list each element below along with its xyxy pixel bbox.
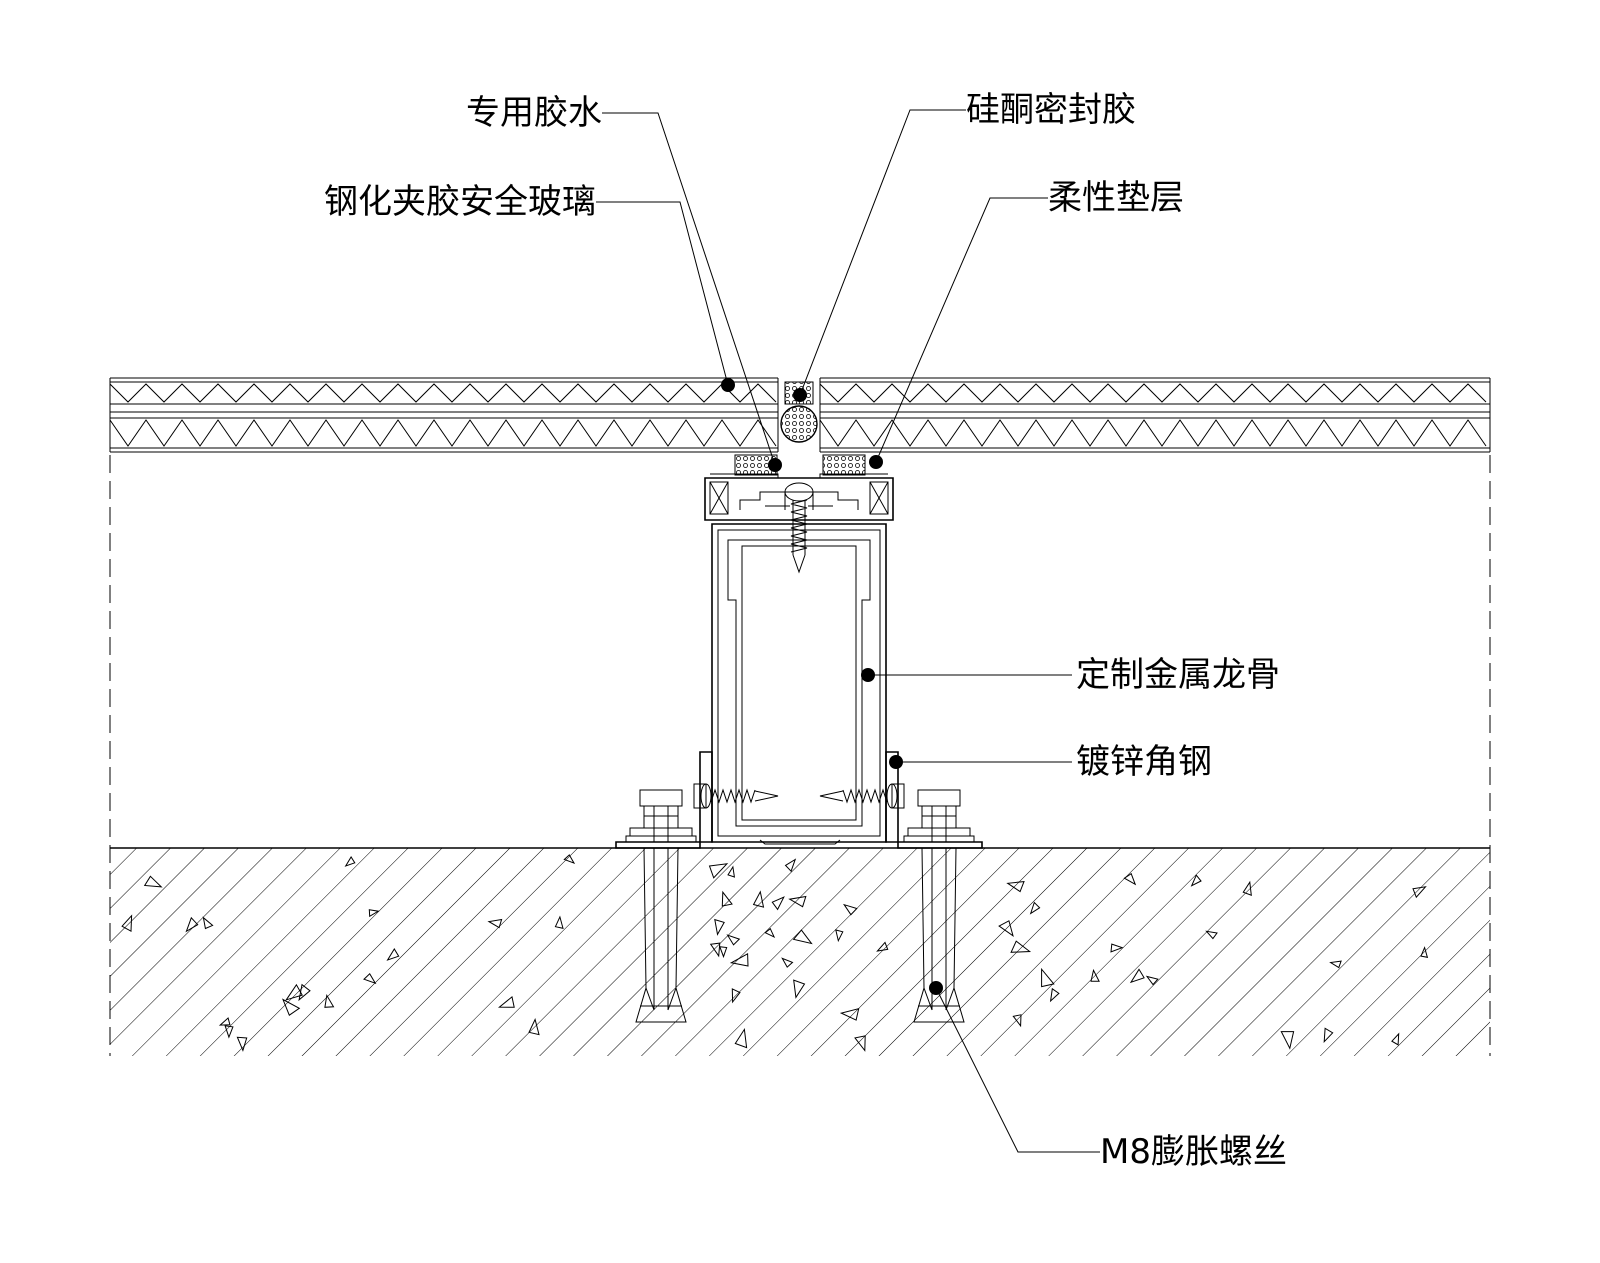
flexible-pads — [734, 454, 866, 476]
aggregate-mark — [563, 854, 576, 865]
break-lines — [109, 455, 1491, 1056]
aggregate-mark — [498, 995, 515, 1008]
aggregate-mark — [554, 915, 564, 929]
aggregate-marks — [121, 854, 1429, 1052]
aggregate-mark — [202, 916, 214, 930]
aggregate-mark — [719, 946, 728, 959]
aggregate-mark — [839, 1008, 860, 1021]
label-custom-keel: 定制金属龙骨 — [1076, 655, 1280, 695]
aggregate-mark — [726, 934, 741, 946]
concrete-slab — [110, 847, 1490, 1056]
aggregate-mark — [1145, 975, 1159, 986]
aggregate-mark — [1012, 1014, 1022, 1028]
aggregate-mark — [224, 1025, 234, 1039]
aggregate-mark — [1029, 901, 1041, 915]
aggregate-mark — [764, 927, 776, 938]
label-galvanized-angle: 镀锌角钢 — [1076, 742, 1212, 782]
aggregate-mark — [185, 916, 199, 933]
aggregate-mark — [1412, 886, 1427, 899]
aggregate-mark — [1205, 930, 1218, 940]
aggregate-mark — [1123, 872, 1137, 886]
aggregate-mark — [324, 993, 335, 1008]
label-flexible-pad: 柔性垫层 — [1048, 178, 1184, 218]
laminated-glass-panels — [109, 377, 1491, 453]
aggregate-mark — [727, 865, 736, 878]
label-silicone-sealant: 硅酮密封胶 — [966, 90, 1136, 130]
angle-screws — [693, 783, 905, 809]
aggregate-mark — [1323, 1027, 1334, 1044]
label-laminated-glass: 钢化夹胶安全玻璃 — [324, 182, 596, 222]
aggregate-mark — [1129, 968, 1145, 984]
aggregate-mark — [298, 983, 311, 1002]
aggregate-mark — [792, 929, 813, 945]
aggregate-mark — [386, 948, 400, 961]
aggregate-mark — [709, 942, 721, 958]
aggregate-mark — [1006, 881, 1025, 893]
aggregate-mark — [1391, 1032, 1400, 1046]
expansion-bolt-left — [625, 789, 697, 1023]
aggregate-mark — [734, 1027, 748, 1049]
aggregate-mark — [854, 1035, 866, 1052]
aggregate-mark — [1242, 880, 1252, 896]
aggregate-mark — [721, 890, 733, 907]
aggregate-mark — [708, 863, 729, 879]
aggregate-mark — [731, 988, 741, 1004]
galvanized-angle-steel — [615, 751, 983, 849]
keel-screw — [790, 499, 808, 574]
aggregate-mark — [143, 875, 163, 888]
aggregate-mark — [363, 973, 377, 985]
aggregate-mark — [781, 957, 794, 968]
aggregate-mark — [1329, 960, 1342, 969]
aggregate-mark — [487, 918, 503, 929]
aggregate-mark — [788, 895, 807, 908]
aggregate-mark — [876, 941, 889, 952]
aggregate-mark — [752, 890, 765, 908]
aggregate-mark — [729, 952, 749, 967]
aggregate-mark — [528, 1018, 540, 1036]
aggregate-mark — [121, 914, 133, 933]
aggregate-mark — [714, 918, 725, 936]
aggregate-mark — [1190, 874, 1202, 887]
aggregate-mark — [784, 858, 797, 873]
aggregate-mark — [771, 896, 785, 911]
aggregate-mark — [1090, 968, 1100, 982]
aggregate-mark — [368, 909, 380, 918]
aggregate-mark — [344, 856, 356, 867]
aggregate-mark — [285, 983, 303, 1001]
aggregate-mark — [843, 903, 858, 916]
labels: 专用胶水 钢化夹胶安全玻璃 硅酮密封胶 柔性垫层 定制金属龙骨 镀锌角钢 M8膨… — [324, 90, 1287, 1172]
leader-lines — [596, 109, 1100, 1153]
clamp-profile — [704, 473, 894, 521]
aggregate-mark — [1110, 943, 1124, 953]
aggregate-mark — [793, 979, 806, 999]
label-adhesive: 专用胶水 — [466, 93, 602, 133]
aggregate-mark — [282, 998, 301, 1016]
aggregate-mark — [1049, 987, 1060, 1003]
aggregate-mark — [1010, 940, 1032, 953]
aggregate-mark — [236, 1036, 248, 1052]
aggregate-mark — [1041, 967, 1055, 988]
aggregate-mark — [218, 1017, 231, 1026]
aggregate-mark — [1280, 1031, 1295, 1050]
aggregate-mark — [835, 929, 844, 943]
label-expansion-bolt: M8膨胀螺丝 — [1100, 1132, 1287, 1172]
leader-dots — [721, 378, 943, 995]
aggregate-mark — [1420, 946, 1429, 958]
aggregate-mark — [998, 920, 1014, 938]
